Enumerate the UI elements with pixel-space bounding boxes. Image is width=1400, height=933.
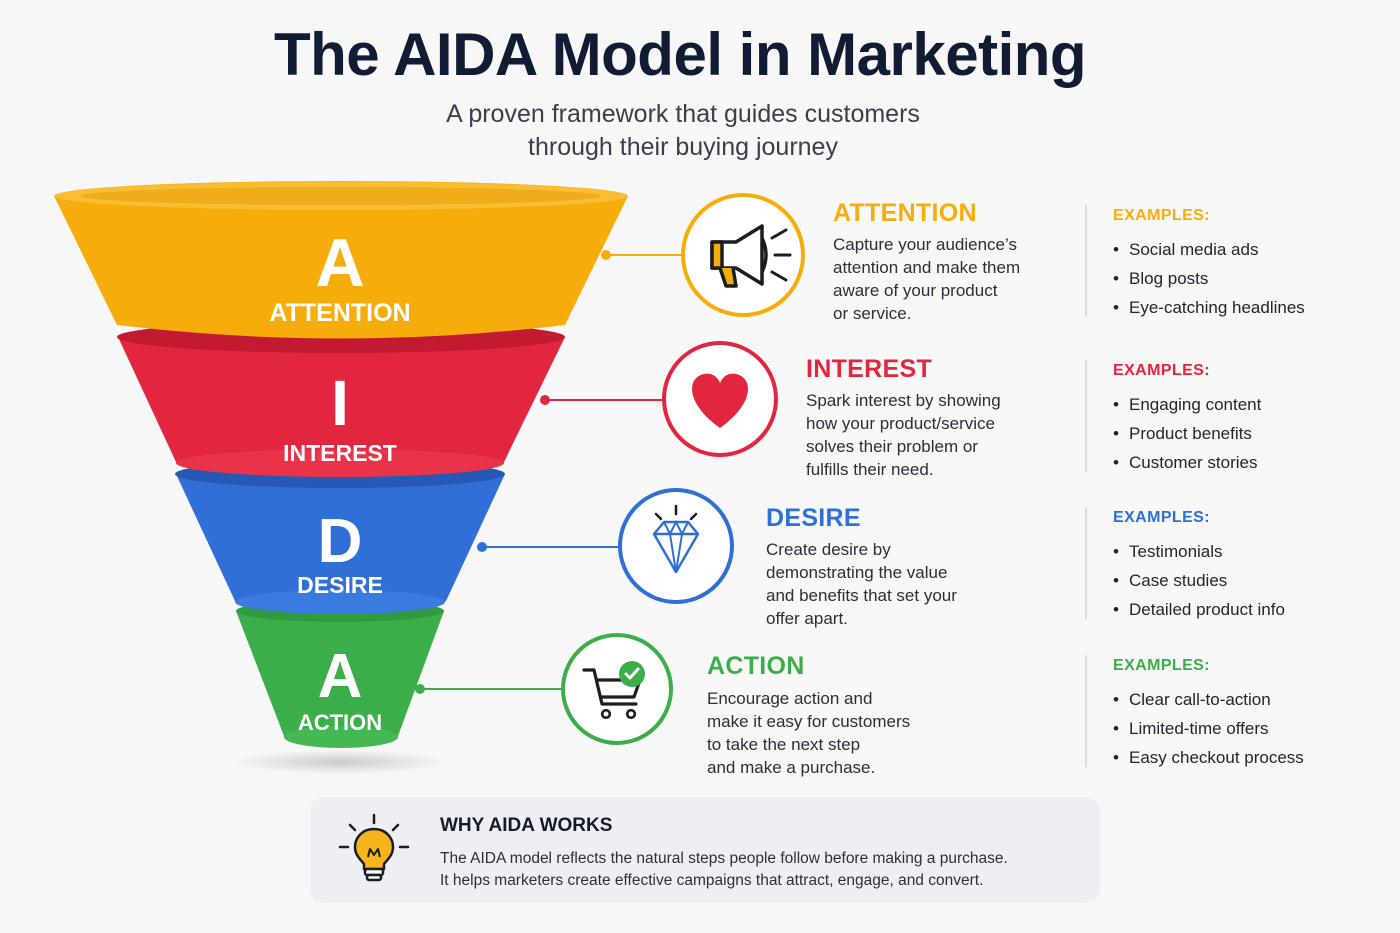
stage-title-interest: INTEREST xyxy=(806,355,933,383)
description-line: solves their problem or xyxy=(806,437,978,456)
funnel-letter-desire: D xyxy=(318,507,363,576)
examples-label: EXAMPLES: xyxy=(1113,509,1210,526)
list-item: •Blog posts xyxy=(1113,269,1209,288)
stage-description-action: Encourage action and make it easy for cu… xyxy=(707,687,947,779)
lightbulb-icon xyxy=(338,813,410,882)
description-line: aware of your product xyxy=(833,281,998,300)
stage-title-action: ACTION xyxy=(707,652,805,680)
list-item: •Limited-time offers xyxy=(1113,719,1269,738)
list-item: •Case studies xyxy=(1113,571,1228,590)
description-line: and make a purchase. xyxy=(707,758,876,777)
funnel-letter-attention: A xyxy=(315,225,364,301)
subtitle-line-2: through their buying journey xyxy=(528,133,838,161)
stage-title-desire: DESIRE xyxy=(766,504,861,532)
divider xyxy=(1085,655,1087,767)
examples-interest: EXAMPLES: •Engaging content •Product ben… xyxy=(1113,362,1261,477)
list-item: •Product benefits xyxy=(1113,424,1252,443)
why-description: The AIDA model reflects the natural step… xyxy=(440,848,1008,892)
funnel-label-action: ACTION xyxy=(298,710,382,735)
list-item: •Testimonials xyxy=(1113,542,1223,561)
why-aida-works-panel: WHY AIDA WORKS The AIDA model reflects t… xyxy=(310,797,1100,903)
stage-title-attention: ATTENTION xyxy=(833,199,977,227)
funnel-label-interest: INTEREST xyxy=(283,440,397,466)
examples-label: EXAMPLES: xyxy=(1113,362,1210,379)
description-line: Capture your audience’s xyxy=(833,235,1017,254)
stage-description-desire: Create desire by demonstrating the value… xyxy=(766,538,1006,630)
examples-action: EXAMPLES: •Clear call-to-action •Limited… xyxy=(1113,657,1304,772)
description-line: Encourage action and xyxy=(707,689,873,708)
list-item: •Customer stories xyxy=(1113,453,1258,472)
examples-label: EXAMPLES: xyxy=(1113,657,1210,674)
cart-check-icon xyxy=(561,633,673,745)
description-line: fulfills their need. xyxy=(806,460,934,479)
subtitle-line-1: A proven framework that guides customers xyxy=(446,100,920,128)
description-line: demonstrating the value xyxy=(766,563,948,582)
page-title: The AIDA Model in Marketing xyxy=(273,21,1087,88)
description-line: make it easy for customers xyxy=(707,712,911,731)
connector-attention xyxy=(601,250,682,260)
why-title: WHY AIDA WORKS xyxy=(440,815,613,836)
funnel-segment-attention xyxy=(54,181,628,339)
list-item: •Eye-catching headlines xyxy=(1113,298,1305,317)
connector-action xyxy=(415,684,562,694)
list-item: •Social media ads xyxy=(1113,240,1259,259)
divider xyxy=(1085,507,1087,619)
description-line: offer apart. xyxy=(766,609,848,628)
funnel-label-desire: DESIRE xyxy=(297,572,383,598)
connector-interest xyxy=(540,395,664,405)
divider xyxy=(1085,205,1087,317)
divider xyxy=(1085,360,1087,472)
page-subtitle: A proven framework that guides customers… xyxy=(0,98,1366,164)
funnel-shadow xyxy=(230,750,450,774)
description-line: and benefits that set your xyxy=(766,586,957,605)
examples-label: EXAMPLES: xyxy=(1113,207,1210,224)
funnel-letter-action: A xyxy=(318,642,363,711)
examples-attention: EXAMPLES: •Social media ads •Blog posts … xyxy=(1113,207,1305,322)
stage-description-interest: Spark interest by showing how your produ… xyxy=(806,389,1046,481)
stage-description-attention: Capture your audience’s attention and ma… xyxy=(833,233,1073,325)
funnel-label-attention: ATTENTION xyxy=(269,299,410,327)
heart-icon xyxy=(662,341,778,457)
funnel-letter-interest: I xyxy=(331,367,349,439)
description-line: how your product/service xyxy=(806,414,995,433)
why-line-1: The AIDA model reflects the natural step… xyxy=(440,850,1008,867)
list-item: •Clear call-to-action xyxy=(1113,690,1271,709)
diamond-icon xyxy=(618,488,734,604)
list-item: •Engaging content xyxy=(1113,395,1262,414)
description-line: Spark interest by showing xyxy=(806,391,1001,410)
examples-desire: EXAMPLES: •Testimonials •Case studies •D… xyxy=(1113,509,1285,624)
list-item: •Detailed product info xyxy=(1113,600,1285,619)
why-line-2: It helps marketers create effective camp… xyxy=(440,872,984,889)
description-line: Create desire by xyxy=(766,540,891,559)
connector-desire xyxy=(477,542,620,552)
description-line: to take the next step xyxy=(707,735,861,754)
list-item: •Easy checkout process xyxy=(1113,748,1304,767)
description-line: attention and make them xyxy=(833,258,1021,277)
megaphone-icon xyxy=(681,193,805,317)
description-line: or service. xyxy=(833,304,912,323)
